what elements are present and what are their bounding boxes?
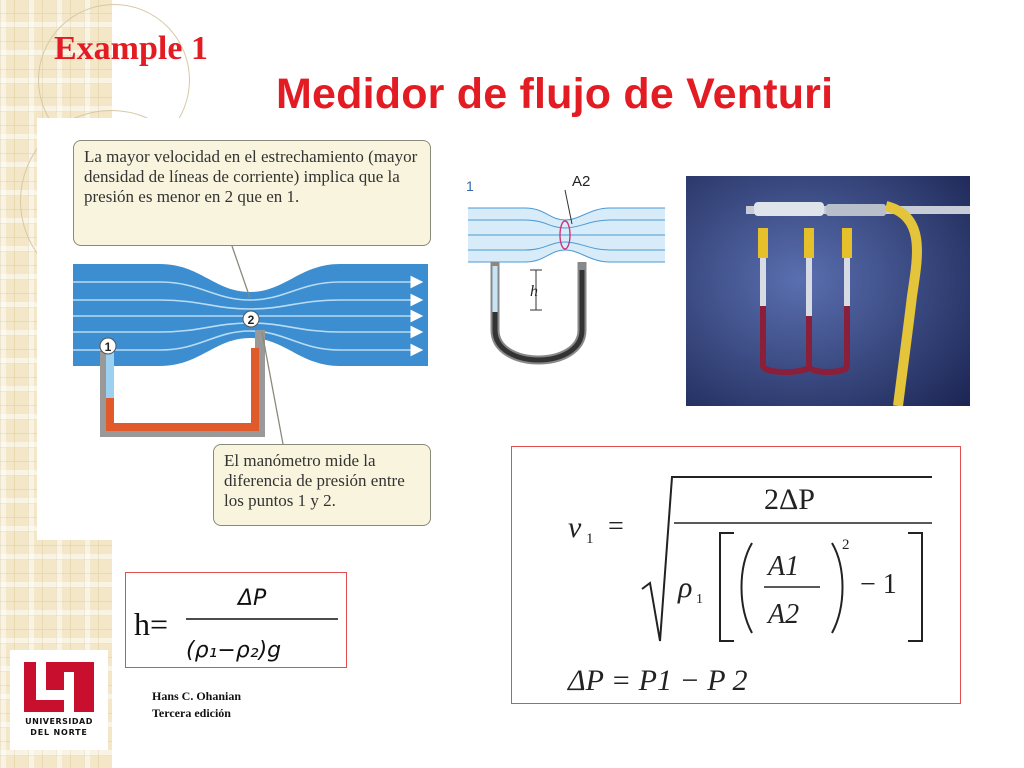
example-label: Example 1 — [54, 30, 208, 67]
h-formula-numerator: ΔP — [236, 586, 267, 611]
manometer-fluid — [106, 348, 259, 431]
point-1-marker — [99, 337, 117, 355]
formula-a2: A2 — [766, 599, 799, 630]
logo-line2: DEL NORTE — [30, 728, 87, 737]
formula-equals: = — [608, 511, 624, 542]
venturi-velocity-formula: v 1 = 2ΔP ρ 1 A1 A2 2 − 1 ΔP = P1 − P 2 — [511, 446, 961, 704]
formula-v-sub: 1 — [586, 531, 594, 547]
formula-v-var: v — [568, 511, 582, 544]
formula-exponent: 2 — [842, 537, 850, 553]
formula-a1: A1 — [766, 551, 799, 582]
universidad-del-norte-logo: UNIVERSIDAD DEL NORTE — [10, 650, 108, 750]
point-1-label: 1 — [105, 340, 112, 354]
formula-svg: v 1 = 2ΔP ρ 1 A1 A2 2 − 1 ΔP = P1 − P 2 — [567, 476, 932, 697]
formula-delta-p: ΔP = P1 − P 2 — [567, 664, 748, 697]
formula-numerator: 2ΔP — [764, 483, 815, 516]
h-formula-lhs: h= — [134, 606, 168, 642]
point-2-marker — [242, 310, 260, 328]
callout-manometer: El manómetro mide la diferencia de presi… — [213, 444, 431, 526]
credit-edition: Tercera edición — [152, 706, 231, 720]
callout-pointer — [261, 331, 284, 445]
point-2-label: 2 — [248, 313, 255, 327]
venturi-apparatus-photo — [686, 176, 970, 406]
h-formula-denominator: (ρ₁−ρ₂)g — [186, 638, 281, 663]
callout-velocity: La mayor velocidad en el estrechamiento … — [73, 140, 431, 246]
slide-title: Medidor de flujo de Venturi — [276, 70, 834, 118]
venturi-diagram-middle — [468, 189, 665, 365]
logo-line1: UNIVERSIDAD — [25, 717, 93, 726]
book-credit: Hans C. Ohanian Tercera edición — [152, 688, 241, 722]
manometer-tube — [100, 330, 265, 437]
formula-rho-sub: 1 — [696, 592, 703, 607]
height-formula: h= ΔP (ρ₁−ρ₂)g — [125, 572, 347, 668]
h-formula-svg: h= ΔP (ρ₁−ρ₂)g — [134, 586, 338, 663]
un-logo-mark: UNIVERSIDAD DEL NORTE — [20, 662, 98, 738]
credit-author: Hans C. Ohanian — [152, 689, 242, 703]
label-a1-partial: 1 — [466, 178, 474, 194]
label-a2: A2 — [572, 173, 590, 190]
formula-minus-one: − 1 — [860, 569, 897, 600]
formula-rho: ρ — [677, 571, 692, 604]
callout-pointer — [231, 245, 251, 299]
label-h: h — [530, 283, 538, 300]
